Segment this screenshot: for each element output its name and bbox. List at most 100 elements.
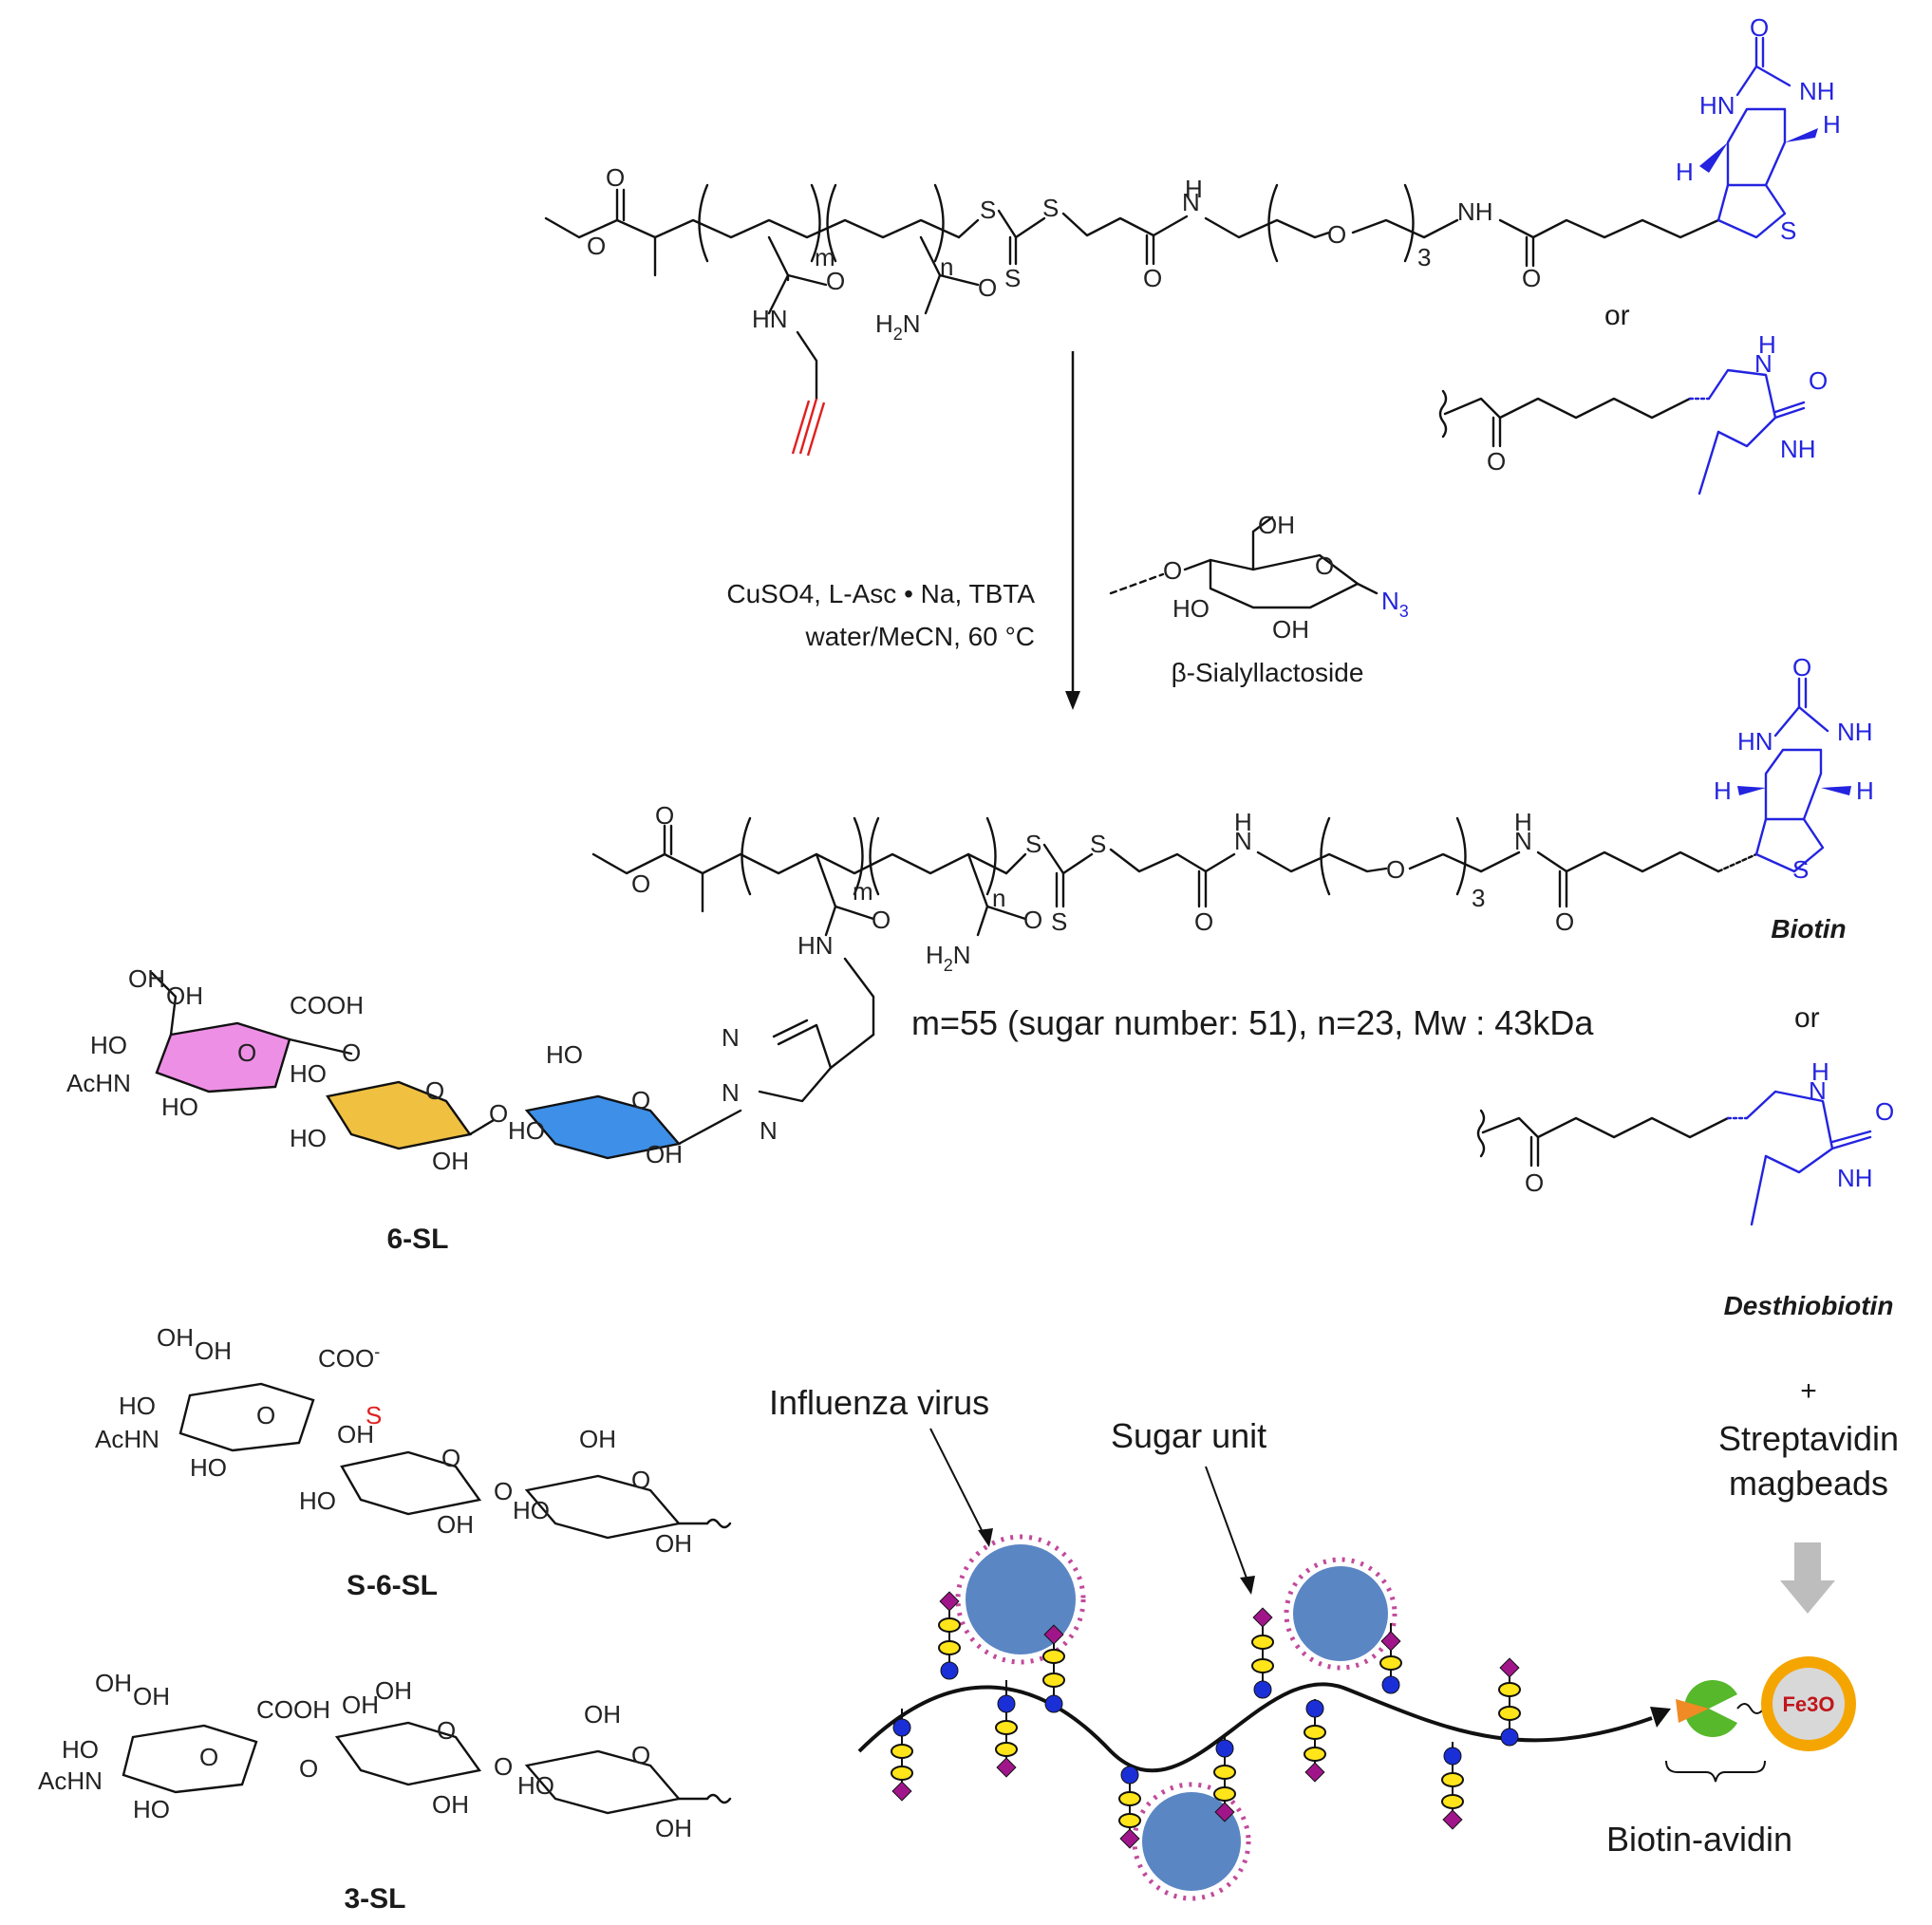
svg-text:HO: HO [190, 1453, 227, 1482]
svg-text:HN: HN [752, 305, 788, 333]
svg-text:NH: NH [1837, 718, 1873, 746]
svg-text:N3: N3 [1381, 587, 1409, 621]
beads-label-line-2: magbeads [1729, 1464, 1888, 1503]
sugar-unit [891, 1709, 913, 1802]
svg-text:H2N: H2N [875, 309, 921, 344]
sugar-unit [1118, 1766, 1141, 1849]
svg-text:OH: OH [166, 981, 203, 1010]
svg-text:HN: HN [1699, 91, 1735, 120]
avidin-pacman [1676, 1680, 1737, 1737]
svg-text:H2N: H2N [926, 941, 971, 975]
svg-text:O: O [1023, 906, 1042, 934]
glycopolymer-structure: O O m n O HN N N N O H2N S S S [591, 653, 1874, 1145]
peg-subscript: 3 [1417, 243, 1431, 271]
conditions-line-1: CuSO4, L-Asc • Na, TBTA [726, 579, 1035, 608]
svg-text:O: O [1809, 366, 1828, 395]
biotin-avidin-label: Biotin-avidin [1606, 1820, 1792, 1859]
svg-text:S: S [1051, 907, 1067, 936]
svg-text:HN: HN [797, 931, 834, 960]
svg-text:AcHN: AcHN [66, 1069, 131, 1097]
svg-text:O: O [494, 1477, 513, 1505]
sugar-unit [938, 1591, 961, 1680]
svg-text:HO: HO [290, 1059, 327, 1088]
beads-label-line-1: Streptavidin [1718, 1419, 1899, 1458]
plus-sign: + [1800, 1375, 1817, 1407]
svg-text:O: O [1792, 653, 1811, 682]
svg-text:O: O [425, 1076, 444, 1105]
svg-text:n: n [992, 884, 1005, 912]
svg-text:HO: HO [161, 1093, 198, 1121]
svg-text:HO: HO [90, 1031, 127, 1059]
svg-text:O: O [826, 267, 845, 295]
svg-text:O: O [342, 1038, 361, 1067]
composition-text: m=55 (sugar number: 51), n=23, Mw : 43kD… [911, 1003, 1594, 1042]
svg-text:O: O [631, 1741, 650, 1769]
svg-text:HO: HO [546, 1040, 583, 1069]
svg-text:N: N [760, 1116, 778, 1145]
svg-text:COOH: COOH [290, 991, 364, 1019]
six-sl-structure: O OH OH HO AcHN HO COOH O O HO HO OH O O… [66, 964, 742, 1175]
svg-text:O: O [1522, 264, 1541, 292]
svg-text:O: O [606, 163, 625, 192]
svg-text:H: H [1714, 776, 1732, 805]
sugar-unit [1379, 1623, 1402, 1694]
svg-text:S: S [1090, 830, 1106, 858]
svg-text:O: O [1194, 907, 1213, 936]
svg-text:3: 3 [1472, 884, 1485, 912]
svg-text:OH: OH [95, 1669, 132, 1697]
svg-text:NH: NH [1457, 197, 1493, 226]
svg-text:OH: OH [337, 1420, 374, 1448]
svg-text:N: N [1514, 827, 1532, 855]
virus-particle [1284, 1557, 1397, 1671]
svg-text:S: S [1025, 830, 1041, 858]
svg-text:OH: OH [157, 1323, 194, 1352]
svg-text:O: O [1555, 907, 1574, 936]
svg-text:OH: OH [646, 1140, 683, 1168]
svg-text:O: O [1875, 1097, 1894, 1126]
reaction-arrow [1065, 351, 1080, 710]
svg-text:HO: HO [508, 1116, 545, 1145]
virus-particle [955, 1534, 1086, 1665]
svg-text:N: N [722, 1078, 740, 1107]
svg-text:OH: OH [128, 964, 165, 993]
svg-text:OH: OH [375, 1676, 412, 1705]
svg-text:HO: HO [517, 1771, 554, 1800]
svg-text:O: O [299, 1754, 318, 1783]
svg-text:O: O [494, 1752, 513, 1781]
biotin-label: Biotin [1771, 914, 1846, 944]
svg-text:H: H [1185, 175, 1203, 203]
polymer-backbone [857, 1682, 1653, 1773]
svg-text:N: N [1754, 349, 1773, 378]
svg-text:S: S [1780, 216, 1796, 245]
sugar-unit-label: Sugar unit [1111, 1416, 1266, 1455]
svg-text:OH: OH [655, 1814, 692, 1842]
svg-text:H: H [1823, 110, 1841, 139]
svg-text:N: N [722, 1023, 740, 1052]
svg-text:HO: HO [290, 1124, 327, 1152]
svg-text:HO: HO [62, 1735, 99, 1764]
magnetic-bead [1761, 1656, 1856, 1751]
biotin-bottom: S HN NH O H H [1714, 653, 1874, 884]
sugar-unit [1042, 1624, 1065, 1713]
svg-text:H: H [1514, 808, 1532, 836]
svg-text:H: H [1758, 330, 1776, 359]
svg-text:O: O [1315, 551, 1334, 580]
alkyne-polymer-structure: O O m n O HN O H2N S S S O [544, 13, 1841, 457]
svg-text:N: N [1182, 188, 1200, 216]
s-six-sl-structure: O OH OH HO AcHN HO COO- S O OH HO OH O O… [95, 1323, 732, 1558]
svg-text:O: O [441, 1444, 460, 1472]
svg-text:AcHN: AcHN [95, 1425, 159, 1453]
virus-label: Influenza virus [769, 1383, 989, 1422]
svg-text:HO: HO [299, 1486, 336, 1515]
svg-text:O: O [1525, 1168, 1544, 1197]
biotin-top: S HN NH O H H [1676, 13, 1841, 245]
svg-text:OH: OH [437, 1510, 474, 1539]
svg-text:O: O [237, 1038, 256, 1067]
svg-text:OH: OH [342, 1691, 379, 1719]
svg-text:m: m [853, 877, 873, 906]
svg-text:HO: HO [119, 1392, 156, 1420]
sugar-unit [1304, 1699, 1326, 1783]
svg-text:OH: OH [195, 1336, 232, 1365]
desthiobiotin-bottom: O N H NH O [1476, 1057, 1894, 1226]
